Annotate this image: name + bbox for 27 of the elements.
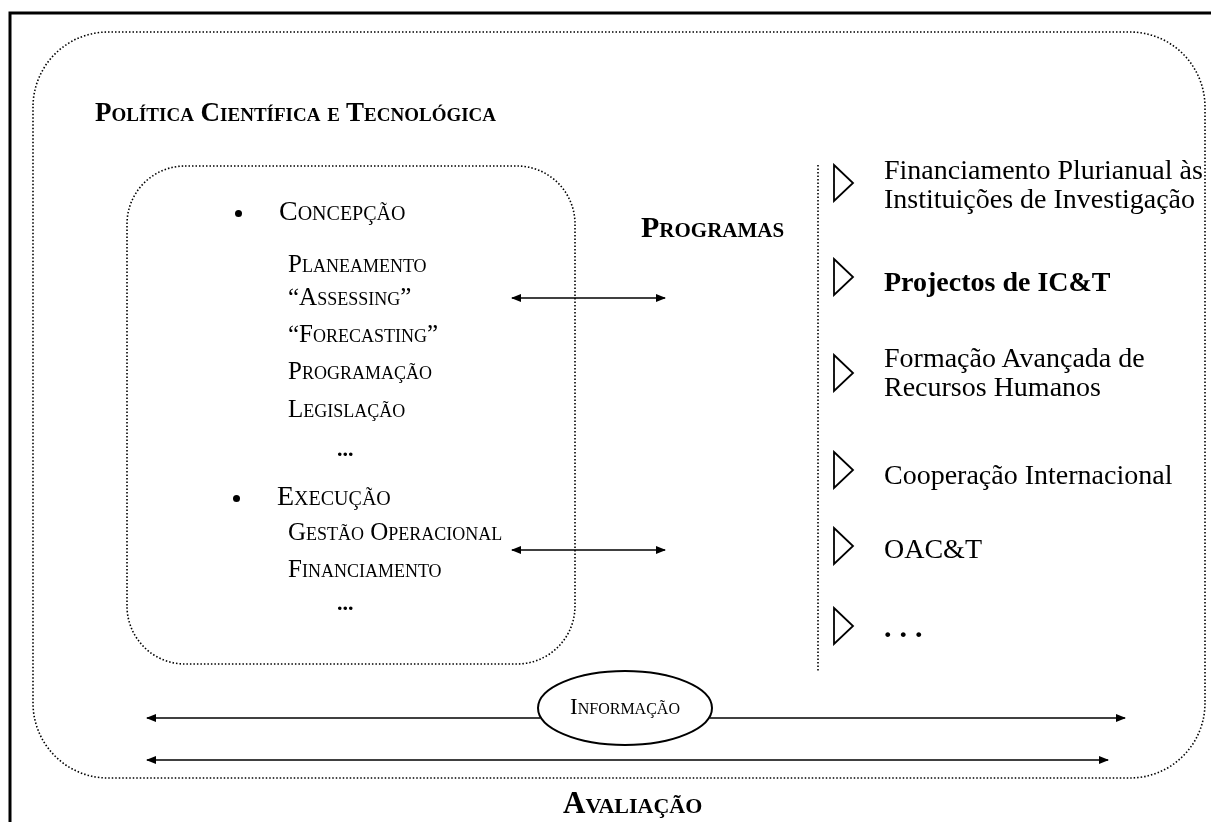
evaluation-label: Avaliação bbox=[563, 785, 703, 821]
list-item: Planeamento bbox=[288, 250, 427, 279]
list-item: Financiamento bbox=[288, 555, 442, 584]
list-item: “Assessing” bbox=[288, 283, 412, 312]
arrow bbox=[511, 294, 666, 302]
list-item: Gestão Operacional bbox=[288, 518, 503, 547]
inner-region bbox=[126, 165, 576, 665]
category-heading: Concepção bbox=[279, 195, 406, 228]
program-item: Financiamento Plurianual às Instituições de Investigação bbox=[884, 155, 1204, 214]
information-ellipse bbox=[537, 670, 713, 746]
ellipsis: ... bbox=[337, 590, 354, 616]
ellipsis: ... bbox=[337, 436, 354, 462]
ellipse-label: Informação bbox=[569, 694, 681, 721]
ellipsis: ... bbox=[884, 610, 931, 645]
program-item: Formação Avançada de Recursos Humanos bbox=[884, 343, 1146, 402]
arrow bbox=[146, 714, 541, 722]
arrow bbox=[709, 714, 1126, 722]
program-item: OAC&T bbox=[884, 533, 982, 566]
category-heading: Execução bbox=[277, 480, 391, 513]
arrow bbox=[511, 546, 666, 554]
list-item: “Forecasting” bbox=[288, 320, 439, 349]
region-title: Política Científica e Tecnológica bbox=[95, 97, 497, 129]
program-item: Projectos de IC&T bbox=[884, 266, 1111, 299]
list-item: Legislação bbox=[288, 395, 406, 424]
section-heading: Programas bbox=[641, 210, 785, 245]
program-item: Cooperação Internacional bbox=[884, 459, 1173, 492]
list-item: Programação bbox=[288, 357, 432, 386]
